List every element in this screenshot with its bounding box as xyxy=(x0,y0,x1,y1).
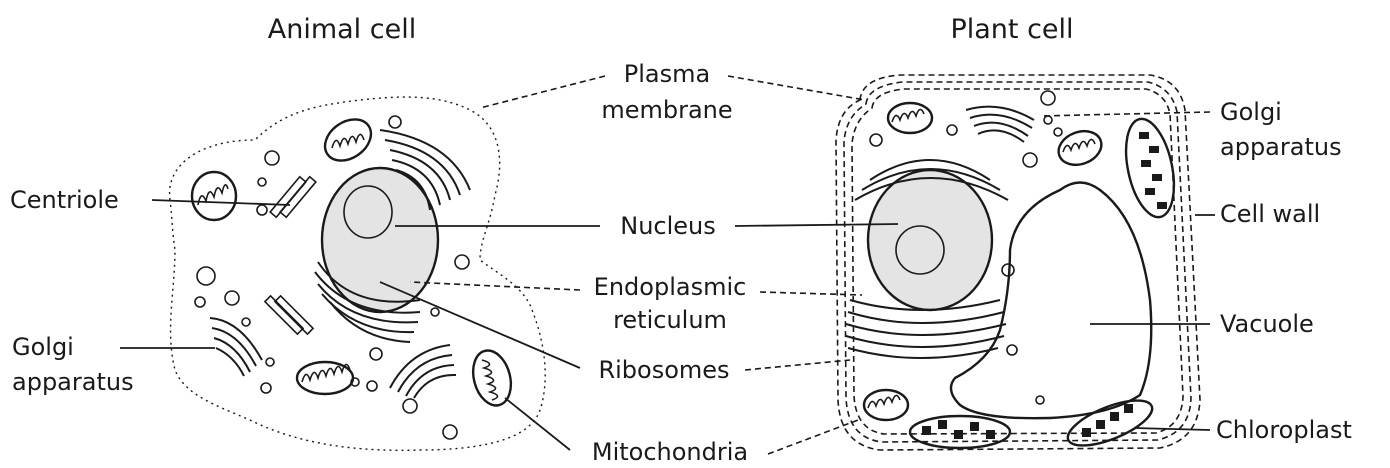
label-golgi-left-line1: Golgi xyxy=(12,333,74,361)
mitochondrion-icon xyxy=(888,103,932,133)
golgi-apparatus-icon xyxy=(210,318,262,376)
plant-cell-title: Plant cell xyxy=(950,14,1073,45)
label-plasma-membrane-line1: Plasma xyxy=(624,60,710,88)
label-centriole: Centriole xyxy=(10,186,119,214)
leader-lines xyxy=(120,76,1215,454)
label-golgi-left-line2: apparatus xyxy=(12,368,134,396)
animal-nucleus xyxy=(322,168,438,312)
label-nucleus: Nucleus xyxy=(620,212,716,240)
mitochondrion-icon xyxy=(297,362,353,394)
chloroplast-icon xyxy=(1118,115,1182,222)
golgi-apparatus-icon xyxy=(390,345,456,398)
centriole-icon xyxy=(265,296,313,334)
animal-cell-title: Animal cell xyxy=(268,14,416,45)
plant-cell xyxy=(836,75,1200,455)
chloroplast-icon xyxy=(1062,391,1157,454)
mitochondrion-icon xyxy=(192,172,236,220)
mitochondrion-icon xyxy=(467,346,516,409)
mitochondrion-icon xyxy=(864,390,908,420)
label-vacuole: Vacuole xyxy=(1220,310,1314,338)
centriole-icon xyxy=(270,177,316,217)
plant-nucleus xyxy=(868,170,992,310)
mitochondrion-icon xyxy=(317,111,379,169)
label-golgi-right-line1: Golgi xyxy=(1220,98,1282,126)
label-plasma-membrane-line2: membrane xyxy=(601,96,732,124)
label-er-line2: reticulum xyxy=(613,306,727,334)
label-ribosomes: Ribosomes xyxy=(598,356,729,384)
label-chloroplast: Chloroplast xyxy=(1216,416,1352,444)
label-golgi-right-line2: apparatus xyxy=(1220,133,1342,161)
animal-cell xyxy=(170,97,546,450)
label-mitochondria: Mitochondria xyxy=(592,438,748,466)
label-cell-wall: Cell wall xyxy=(1220,200,1320,228)
golgi-apparatus-icon xyxy=(966,107,1034,142)
chloroplast-icon xyxy=(910,416,1010,448)
label-er-line1: Endoplasmic xyxy=(594,273,747,301)
